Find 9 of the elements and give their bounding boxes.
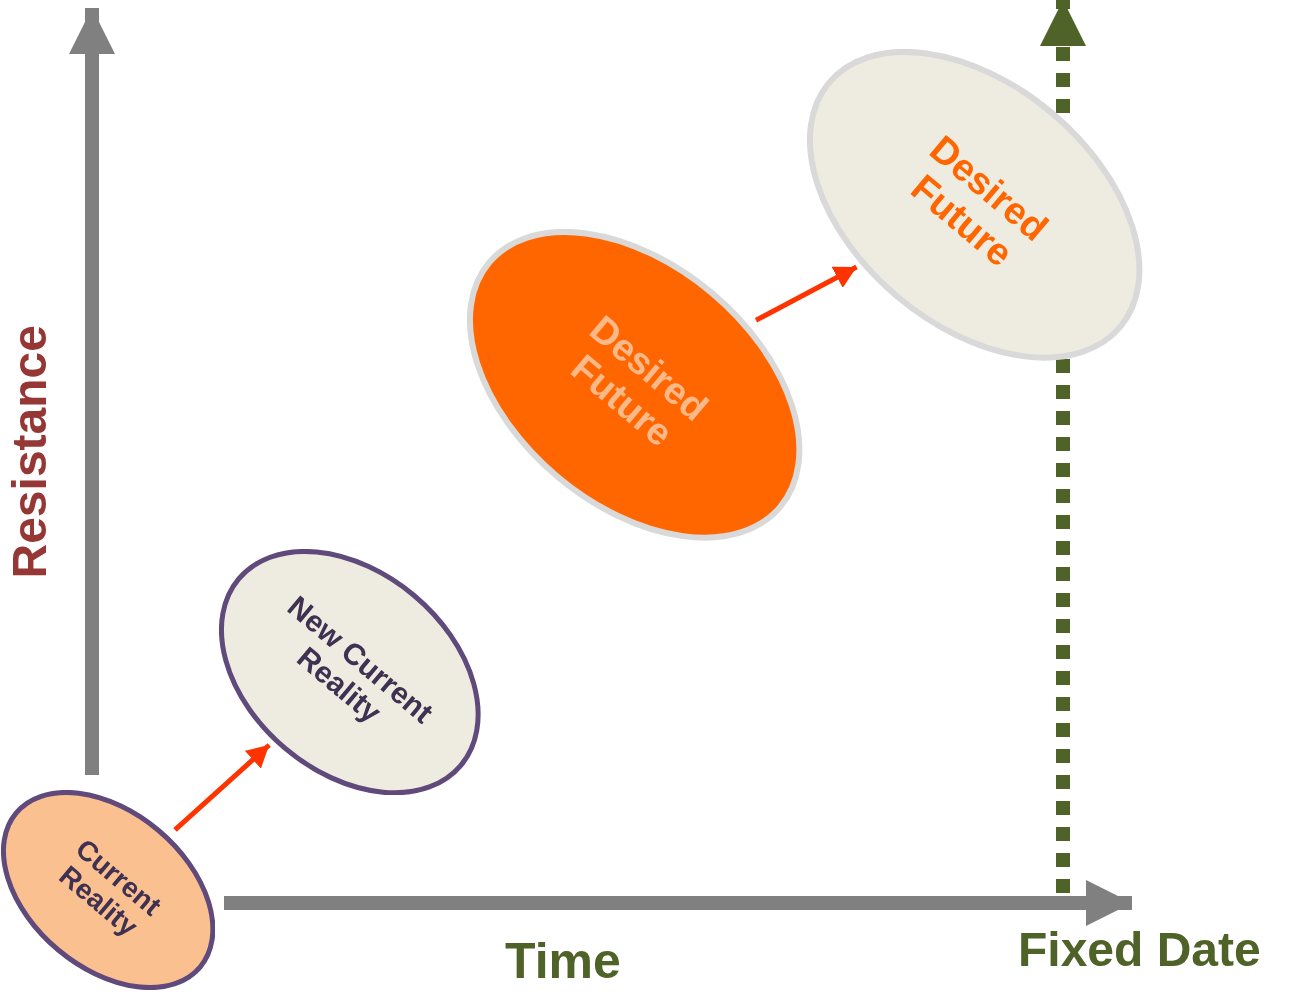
- deadline-label: Fixed Date: [1018, 922, 1261, 977]
- arrow: [755, 265, 859, 323]
- axis-title: Resistance: [2, 325, 57, 579]
- ellipse: [807, 49, 1143, 361]
- ellipse: [467, 229, 803, 541]
- ellipse: [0, 790, 216, 990]
- arrow: [173, 742, 272, 832]
- ellipse: [219, 548, 481, 796]
- axis-title: Time: [505, 932, 621, 990]
